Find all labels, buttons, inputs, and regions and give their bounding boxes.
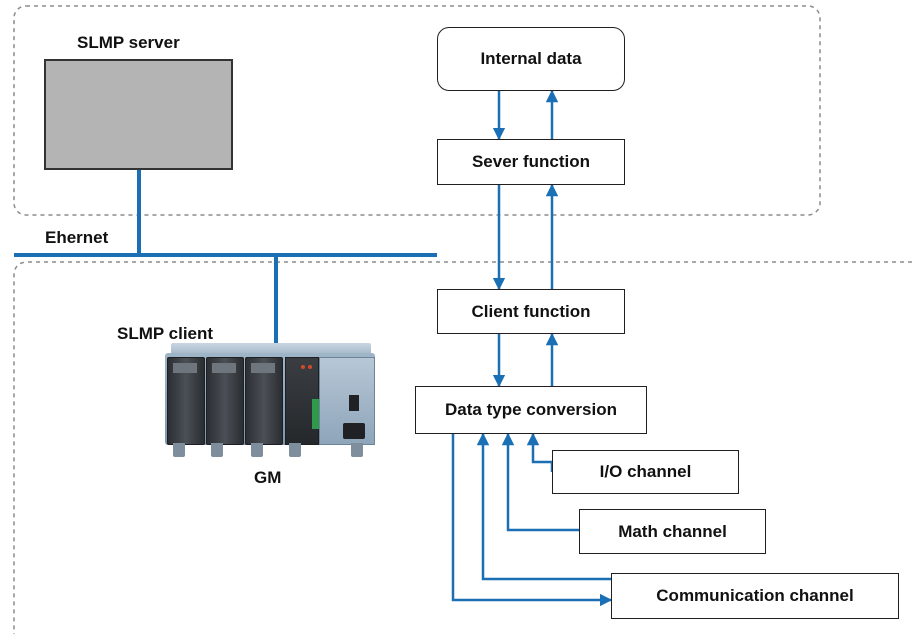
- server-function-box: Sever function: [437, 139, 625, 185]
- arrow-io-to-conversion: [526, 432, 554, 472]
- client-function-box: Client function: [437, 289, 625, 334]
- io-channel-box: I/O channel: [552, 450, 739, 494]
- data-type-conversion-box: Data type conversion: [415, 386, 647, 434]
- communication-channel-box: Communication channel: [611, 573, 899, 619]
- monitor-icon: [44, 59, 233, 170]
- gm-data-logger-icon: [165, 343, 377, 461]
- client-region-border: [13, 261, 912, 634]
- slmp-client-label: SLMP client: [117, 324, 214, 343]
- arrow-conversion-to-comm: [451, 434, 613, 607]
- ethernet-label: Ehernet: [45, 228, 109, 247]
- gm-label: GM: [254, 468, 282, 487]
- math-channel-box: Math channel: [579, 509, 766, 554]
- internal-data-box: Internal data: [437, 27, 625, 91]
- arrow-math-to-conversion: [501, 432, 579, 532]
- arrow-comm-to-conversion: [476, 432, 611, 581]
- slmp-server-label: SLMP server: [77, 33, 180, 52]
- server-region-border: [13, 5, 821, 216]
